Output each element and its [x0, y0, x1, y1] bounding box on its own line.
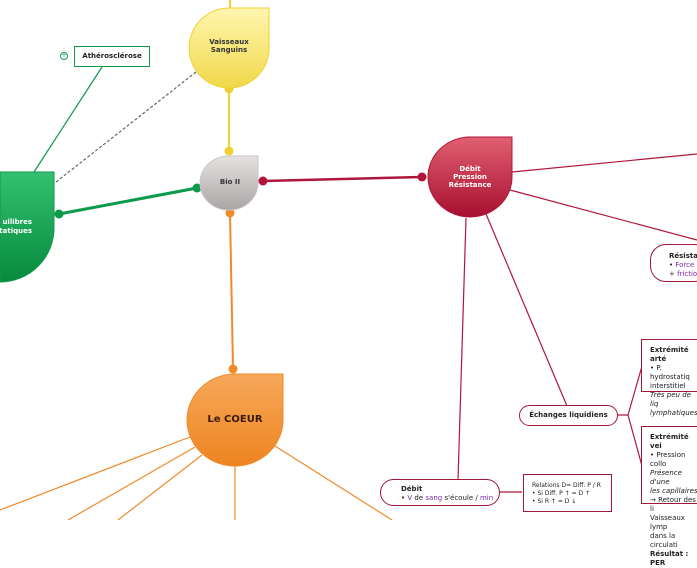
node-debit-line2: Pression [453, 173, 487, 181]
atherosclerose-label: Athérosclérose [82, 52, 141, 61]
link-debit-echanges [486, 214, 567, 406]
venous-line2: Présence d'une [650, 469, 697, 487]
link-athero [34, 67, 102, 172]
echanges-label: Échanges liquidiens [529, 411, 607, 420]
joint-dot [418, 173, 427, 182]
venous-line7: Résultat : PER [650, 550, 697, 568]
node-vaisseaux-line2: Sanguins [211, 46, 247, 54]
debit-sang: sang [425, 494, 442, 502]
arterial-line1: • P. hydrostatiq [650, 364, 697, 382]
connector-layer [0, 0, 697, 520]
joint-dot [259, 177, 268, 186]
node-extremite-arterielle[interactable]: Extrémité arté • P. hydrostatiq intersti… [641, 339, 697, 392]
link-bio-debit [263, 177, 422, 181]
resistance-title: Résistan [669, 252, 697, 261]
resistance-force-word: Force [675, 261, 694, 269]
link-bio-equilibres [59, 188, 197, 214]
node-debit-line1: Débit [459, 165, 480, 173]
node-extremite-veineuse[interactable]: Extrémité vei • Pression collo Présence … [641, 426, 697, 504]
node-debit-pression[interactable]: Débit Pression Résistance [430, 162, 510, 192]
node-vaisseaux[interactable]: Vaisseaux Sanguins [190, 20, 268, 72]
resistance-line2: + friction [669, 270, 697, 279]
node-coeur-label: Le COEUR [207, 414, 262, 425]
node-atherosclerose[interactable]: Athérosclérose [74, 46, 150, 67]
node-debit[interactable]: Débit • V de sang s'écoule / min [380, 479, 500, 506]
plus: + [669, 270, 675, 278]
venous-line5: Vaisseaux lymp [650, 514, 697, 532]
link-coeur-branch [275, 446, 392, 520]
node-relations[interactable]: Relations D= Diff. P / R • Si Diff. P ↑ … [523, 474, 612, 512]
node-echanges-liquidiens[interactable]: Échanges liquidiens [519, 405, 618, 426]
link-debit-topright [512, 154, 697, 172]
arterial-line3: Très peu de liq [650, 391, 697, 409]
debit-rest: s'écoule / [444, 494, 477, 502]
resistance-friction-word: friction [677, 270, 697, 278]
relations-line1: Relations D= Diff. P / R [532, 482, 611, 490]
relations-line2: • Si Diff. P ↑ = D ↑ [532, 490, 611, 498]
resistance-line1: • Force q [669, 261, 697, 270]
node-resistance[interactable]: Résistan • Force q + friction [650, 244, 697, 282]
link-echanges-arterial [618, 366, 642, 415]
link-coeur-branch [0, 437, 190, 510]
venous-line6: dans la circulati [650, 532, 697, 550]
debit-min: min [480, 494, 493, 502]
node-coeur[interactable]: Le COEUR [188, 404, 282, 434]
expand-plus-icon: + [61, 52, 66, 59]
venous-title: Extrémité vei [650, 433, 697, 451]
node-bio[interactable]: Bio II [202, 170, 258, 194]
link-debit-resistance [510, 190, 697, 240]
link-echanges-venous [628, 415, 642, 466]
bullet: • [401, 494, 405, 502]
arterial-line4: lymphatiques [650, 409, 697, 418]
venous-line3: les capillaires [650, 487, 697, 496]
venous-line4: → Retour des li [650, 496, 697, 514]
debit-v: V [407, 494, 412, 502]
arterial-title: Extrémité arté [650, 346, 697, 364]
link-debit-debitbox [458, 218, 466, 480]
debit-title: Débit [401, 485, 499, 494]
joint-dot [55, 210, 64, 219]
venous-line1: • Pression collo [650, 451, 697, 469]
arterial-line2: interstitiel [650, 382, 697, 391]
node-equilibres-line1: uilibres [2, 218, 32, 227]
node-debit-line3: Résistance [449, 181, 492, 189]
joint-dot [225, 147, 234, 156]
debit-line: • V de sang s'écoule / min [401, 494, 499, 503]
expand-toggle[interactable]: + [60, 52, 68, 60]
link-dotted [56, 72, 196, 182]
node-bio-label: Bio II [220, 178, 240, 186]
relations-line3: • Si R ↑ = D ↓ [532, 498, 611, 506]
debit-de: de [414, 494, 423, 502]
node-vaisseaux-line1: Vaisseaux [209, 38, 248, 46]
bullet: • [669, 261, 673, 269]
joint-dot [229, 365, 238, 374]
link-coeur-branch [118, 455, 202, 520]
link-bio-coeur [230, 213, 233, 369]
